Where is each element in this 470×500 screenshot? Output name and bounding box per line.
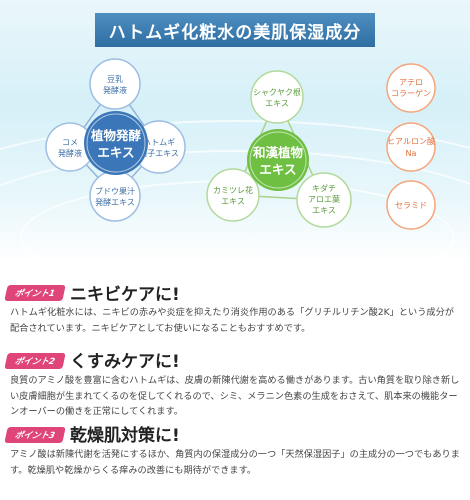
- svg-text:エキス: エキス: [97, 145, 134, 160]
- section-title-acne: ニキビケアに!: [70, 285, 180, 305]
- svg-text:アテロ: アテロ: [399, 78, 423, 87]
- svg-text:Na: Na: [406, 149, 417, 158]
- svg-text:コメ: コメ: [62, 138, 78, 147]
- svg-text:発酵エキス: 発酵エキス: [95, 198, 135, 207]
- svg-text:和漢植物: 和漢植物: [252, 145, 304, 160]
- plant-item-rice: コメ 発酵液: [45, 122, 95, 172]
- section-title-dry-skin: 乾燥肌対策に!: [70, 426, 180, 446]
- point-badge-1: ポイント1: [4, 285, 66, 301]
- svg-text:ヒアルロン酸: ヒアルロン酸: [387, 136, 435, 146]
- plant-item-soy: 豆乳 発酵液: [89, 58, 141, 110]
- section-body-dullness: 良質のアミノ酸を豊富に含むハトムギは、皮膚の新陳代謝を高める働きがあります。古い…: [10, 375, 460, 417]
- herb-extract-center: 和漢植物 エキス: [247, 129, 309, 191]
- herb-item-peony: シャクヤク根 エキス: [250, 70, 304, 124]
- svg-text:種子エキス: 種子エキス: [139, 148, 179, 158]
- section-body-acne: ハトムギ化粧水には、ニキビの赤みや炎症を抑えたり消炎作用のある「グリチルリチン酸…: [10, 307, 454, 334]
- svg-text:コラーゲン: コラーゲン: [391, 88, 431, 98]
- svg-text:発酵液: 発酵液: [58, 148, 82, 158]
- svg-text:アロエ葉: アロエ葉: [308, 194, 340, 204]
- svg-text:エキス: エキス: [221, 197, 245, 206]
- other-item-collagen: アテロ コラーゲン: [386, 63, 436, 113]
- herb-item-aloe: キダチ アロエ葉 エキス: [296, 172, 352, 228]
- svg-text:発酵液: 発酵液: [103, 85, 127, 95]
- svg-text:カミツレ花: カミツレ花: [213, 185, 253, 195]
- point-badge-2: ポイント2: [4, 353, 66, 369]
- svg-text:エキス: エキス: [259, 162, 296, 177]
- water-ripple: [0, 150, 470, 262]
- svg-text:シャクヤク根: シャクヤク根: [253, 87, 301, 97]
- herb-item-chamomile: カミツレ花 エキス: [206, 168, 260, 222]
- svg-text:ハトムギ: ハトムギ: [143, 138, 175, 147]
- water-ripple: [0, 120, 470, 262]
- svg-text:セラミド: セラミド: [395, 201, 427, 210]
- svg-text:エキス: エキス: [265, 99, 289, 108]
- other-item-ceramide: セラミド: [386, 180, 436, 230]
- other-item-hyaluronic: ヒアルロン酸 Na: [386, 122, 436, 172]
- ingredients-panel: ハトムギ化粧水の美肌保湿成分 豆乳 発酵液 ハトムギ 種子エキス ブドウ果汁 発…: [0, 0, 470, 262]
- section-body-dry-skin: アミノ酸は新陳代謝を活発にするほか、角質内の保湿成分の一つ「天然保湿因子」の主成…: [10, 449, 460, 476]
- svg-text:エキス: エキス: [312, 206, 336, 215]
- section-title-dullness: くすみケアに!: [70, 352, 180, 372]
- svg-text:ブドウ果汁: ブドウ果汁: [95, 186, 135, 196]
- svg-text:豆乳: 豆乳: [107, 74, 123, 84]
- svg-text:キダチ: キダチ: [312, 183, 336, 193]
- plant-ferment-center: 植物発酵 エキス: [84, 111, 148, 175]
- ingredient-diagram: 豆乳 発酵液 ハトムギ 種子エキス ブドウ果汁 発酵エキス コメ 発酵液 植物発…: [45, 58, 436, 230]
- svg-text:植物発酵: 植物発酵: [90, 128, 142, 143]
- page-title: ハトムギ化粧水の美肌保湿成分: [95, 13, 375, 47]
- point-badge-3: ポイント3: [4, 427, 66, 443]
- plant-item-grape: ブドウ果汁 発酵エキス: [89, 170, 141, 222]
